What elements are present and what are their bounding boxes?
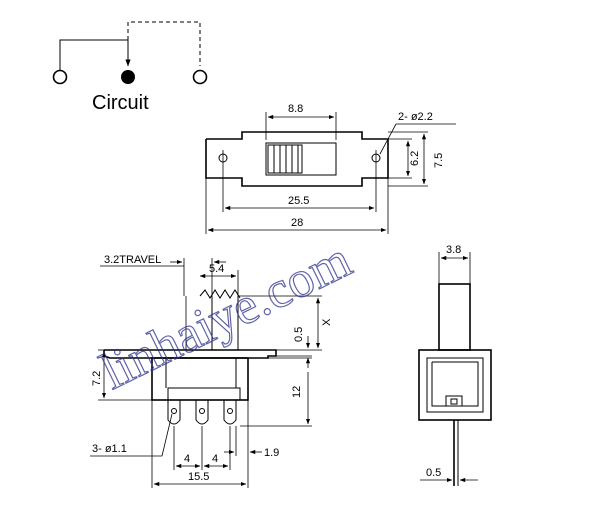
side-body xyxy=(418,349,492,421)
dim-pin-length: 12 xyxy=(291,386,303,398)
dim-pitch-2: 4 xyxy=(212,453,218,465)
dim-overall-length: 28 xyxy=(291,217,303,229)
dim-actuator-width: 3.8 xyxy=(446,244,461,256)
terminal-left xyxy=(52,69,68,85)
dim-x: X xyxy=(321,318,333,326)
terminal-right xyxy=(192,69,208,85)
dim-pin-thickness: 0.5 xyxy=(426,467,441,479)
circuit-label: Circuit xyxy=(92,92,149,114)
actuator-break xyxy=(199,289,241,299)
front-view: 3.2TRAVEL 5.4 X 0.5 7.2 12 3- ø1.1 xyxy=(90,254,333,488)
dim-actuator: 5.4 xyxy=(209,263,224,275)
top-view: 8.8 2- ø2.2 6.2 7.5 25.5 28 xyxy=(205,103,456,234)
pin-2 xyxy=(195,400,209,425)
dim-pin-hole: 3- ø1.1 xyxy=(92,443,127,455)
mounting-plate xyxy=(205,131,389,187)
dim-hole: 2- ø2.2 xyxy=(398,111,433,123)
dim-hole-spacing-v: 6.2 xyxy=(409,151,421,166)
terminal-common xyxy=(121,70,135,84)
dim-height: 7.5 xyxy=(433,153,445,168)
circuit-wire-solid xyxy=(59,39,129,70)
circuit-wire-dashed xyxy=(127,21,201,66)
dim-pin-offset: 1.9 xyxy=(264,447,279,459)
dim-pitch-1: 4 xyxy=(184,453,190,465)
side-actuator xyxy=(438,283,471,351)
pin-3 xyxy=(223,400,237,425)
dim-slider-width: 8.8 xyxy=(288,103,303,115)
pin-1 xyxy=(167,400,181,425)
dim-body-height: 7.2 xyxy=(91,371,103,386)
circuit-symbol: Circuit xyxy=(52,21,208,114)
dim-actuator-height: 0.5 xyxy=(293,327,305,342)
slider-knob xyxy=(267,144,303,174)
travel-label: 3.2TRAVEL xyxy=(104,254,161,266)
dim-hole-spacing-h: 25.5 xyxy=(288,195,309,207)
slider-window xyxy=(265,142,337,176)
side-view: 3.8 0.5 xyxy=(418,244,492,486)
front-pins xyxy=(167,400,237,425)
dim-body-length: 15.5 xyxy=(188,471,209,483)
